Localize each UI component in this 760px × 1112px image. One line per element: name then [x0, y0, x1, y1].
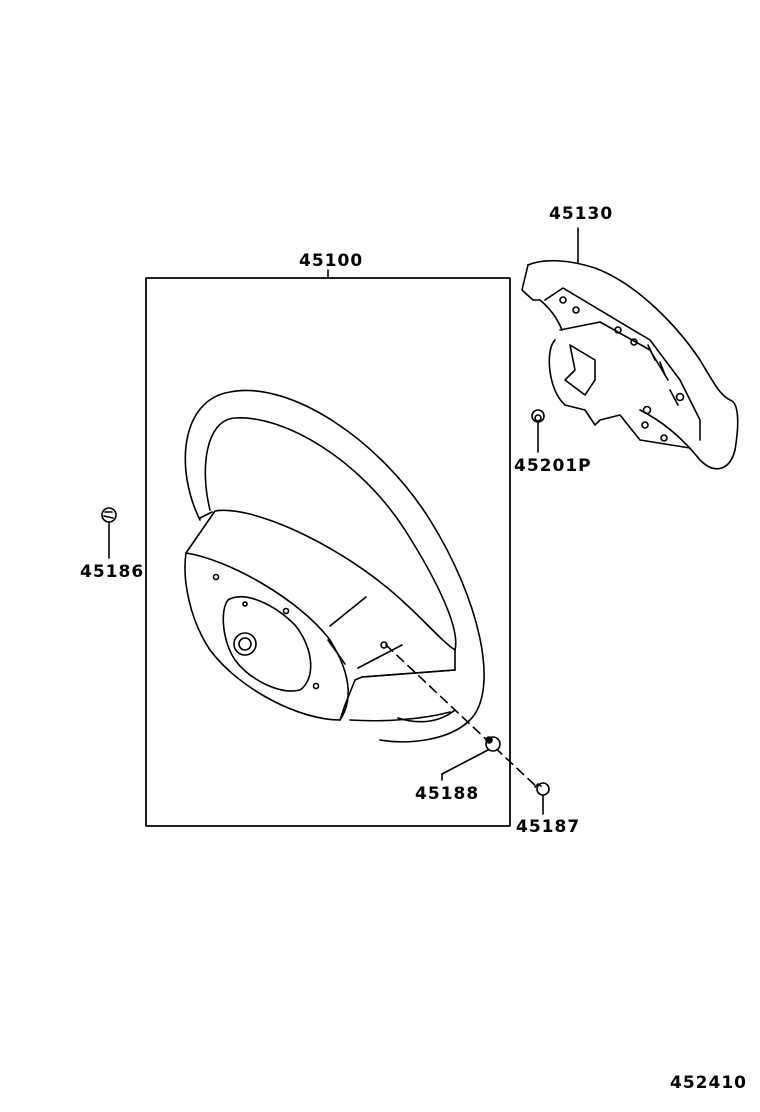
- part-label-45186: 45186: [80, 562, 145, 582]
- assembly-box-45100: [145, 269, 511, 827]
- steering-wheel-drawing: [184, 389, 485, 743]
- nut-45201P-icon: [531, 409, 545, 453]
- figure-number: 452410: [670, 1073, 747, 1093]
- part-label-45187: 45187: [516, 817, 581, 837]
- part-label-45188: 45188: [415, 784, 480, 804]
- clip-45187-icon: [534, 782, 550, 815]
- screw-45188-icon: [441, 736, 501, 781]
- steering-pad-45130-drawing: [521, 227, 739, 470]
- part-label-45130: 45130: [549, 204, 614, 224]
- assembly-dashed-line: [385, 644, 541, 791]
- part-label-45201P: 45201P: [514, 456, 592, 476]
- clip-45186-icon: [101, 507, 117, 559]
- part-label-45100: 45100: [299, 251, 364, 271]
